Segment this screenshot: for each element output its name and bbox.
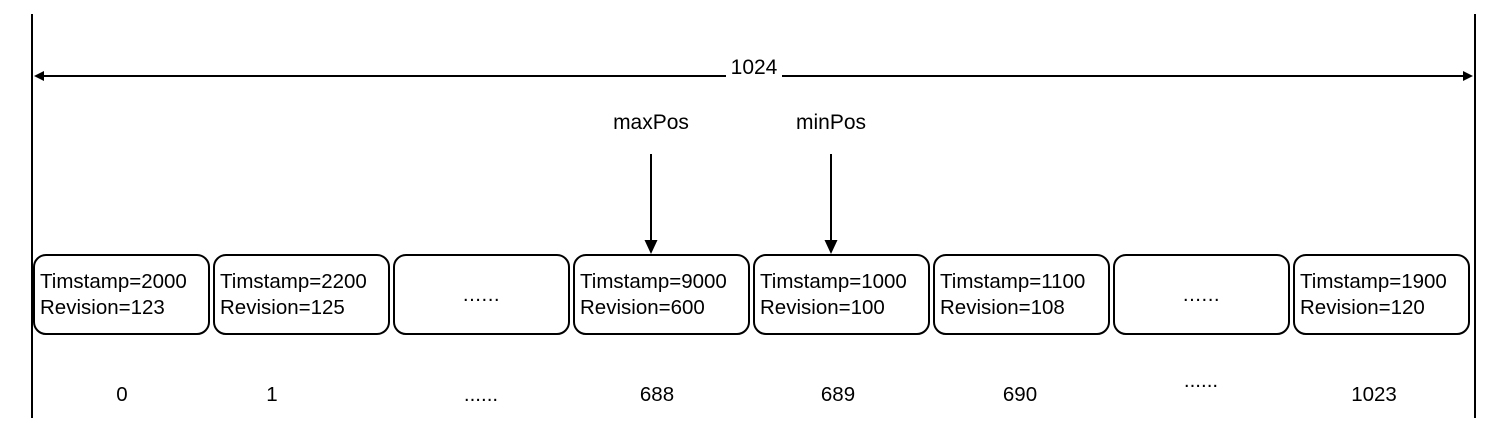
cell-timestamp: Timstamp=1000 — [760, 269, 907, 293]
buffer-cell-ellipsis: ...... — [1113, 254, 1290, 335]
cell-revision: Revision=123 — [40, 295, 165, 319]
cell-index-label: ...... — [1183, 369, 1219, 392]
pointer-maxpos: maxPos — [571, 111, 731, 254]
cell-revision: Revision=120 — [1300, 295, 1425, 319]
buffer-cell-ellipsis: ...... — [393, 254, 570, 335]
right-boundary-rule — [1474, 14, 1476, 418]
pointer-minpos-arrow-icon — [824, 154, 838, 254]
cell-timestamp: Timstamp=2000 — [40, 269, 187, 293]
cell-ellipsis-dots: ...... — [1182, 282, 1221, 306]
cell-ellipsis-dots: ...... — [462, 282, 501, 306]
cell-index-label: ...... — [463, 383, 499, 406]
pointer-minpos: minPos — [751, 111, 911, 254]
buffer-cell[interactable]: Timstamp=9000 Revision=600 — [573, 254, 750, 335]
cell-index-label: 690 — [1002, 383, 1038, 406]
cell-index-label: 0 — [116, 383, 128, 406]
buffer-cell[interactable]: Timstamp=1900 Revision=120 — [1293, 254, 1470, 335]
cell-timestamp: Timstamp=2200 — [220, 269, 367, 293]
cell-index-label: 1 — [266, 383, 278, 406]
cell-index-label: 1023 — [1351, 383, 1397, 406]
buffer-cell[interactable]: Timstamp=1100 Revision=108 — [933, 254, 1110, 335]
span-label: 1024 — [0, 56, 1508, 79]
pointer-minpos-label: minPos — [795, 111, 867, 134]
cell-timestamp: Timstamp=9000 — [580, 269, 727, 293]
cell-revision: Revision=100 — [760, 295, 885, 319]
pointer-maxpos-arrow-icon — [644, 154, 658, 254]
cell-revision: Revision=125 — [220, 295, 345, 319]
cell-index-label: 689 — [820, 383, 856, 406]
buffer-cell[interactable]: Timstamp=1000 Revision=100 — [753, 254, 930, 335]
cell-revision: Revision=600 — [580, 295, 705, 319]
buffer-cell[interactable]: Timstamp=2200 Revision=125 — [213, 254, 390, 335]
left-boundary-rule — [31, 14, 33, 418]
span-label-text: 1024 — [725, 56, 783, 79]
cell-timestamp: Timstamp=1900 — [1300, 269, 1447, 293]
cell-revision: Revision=108 — [940, 295, 1065, 319]
pointer-maxpos-label: maxPos — [613, 111, 689, 134]
cell-timestamp: Timstamp=1100 — [940, 269, 1086, 293]
buffer-cell[interactable]: Timstamp=2000 Revision=123 — [33, 254, 210, 335]
cell-index-label: 688 — [639, 383, 675, 406]
